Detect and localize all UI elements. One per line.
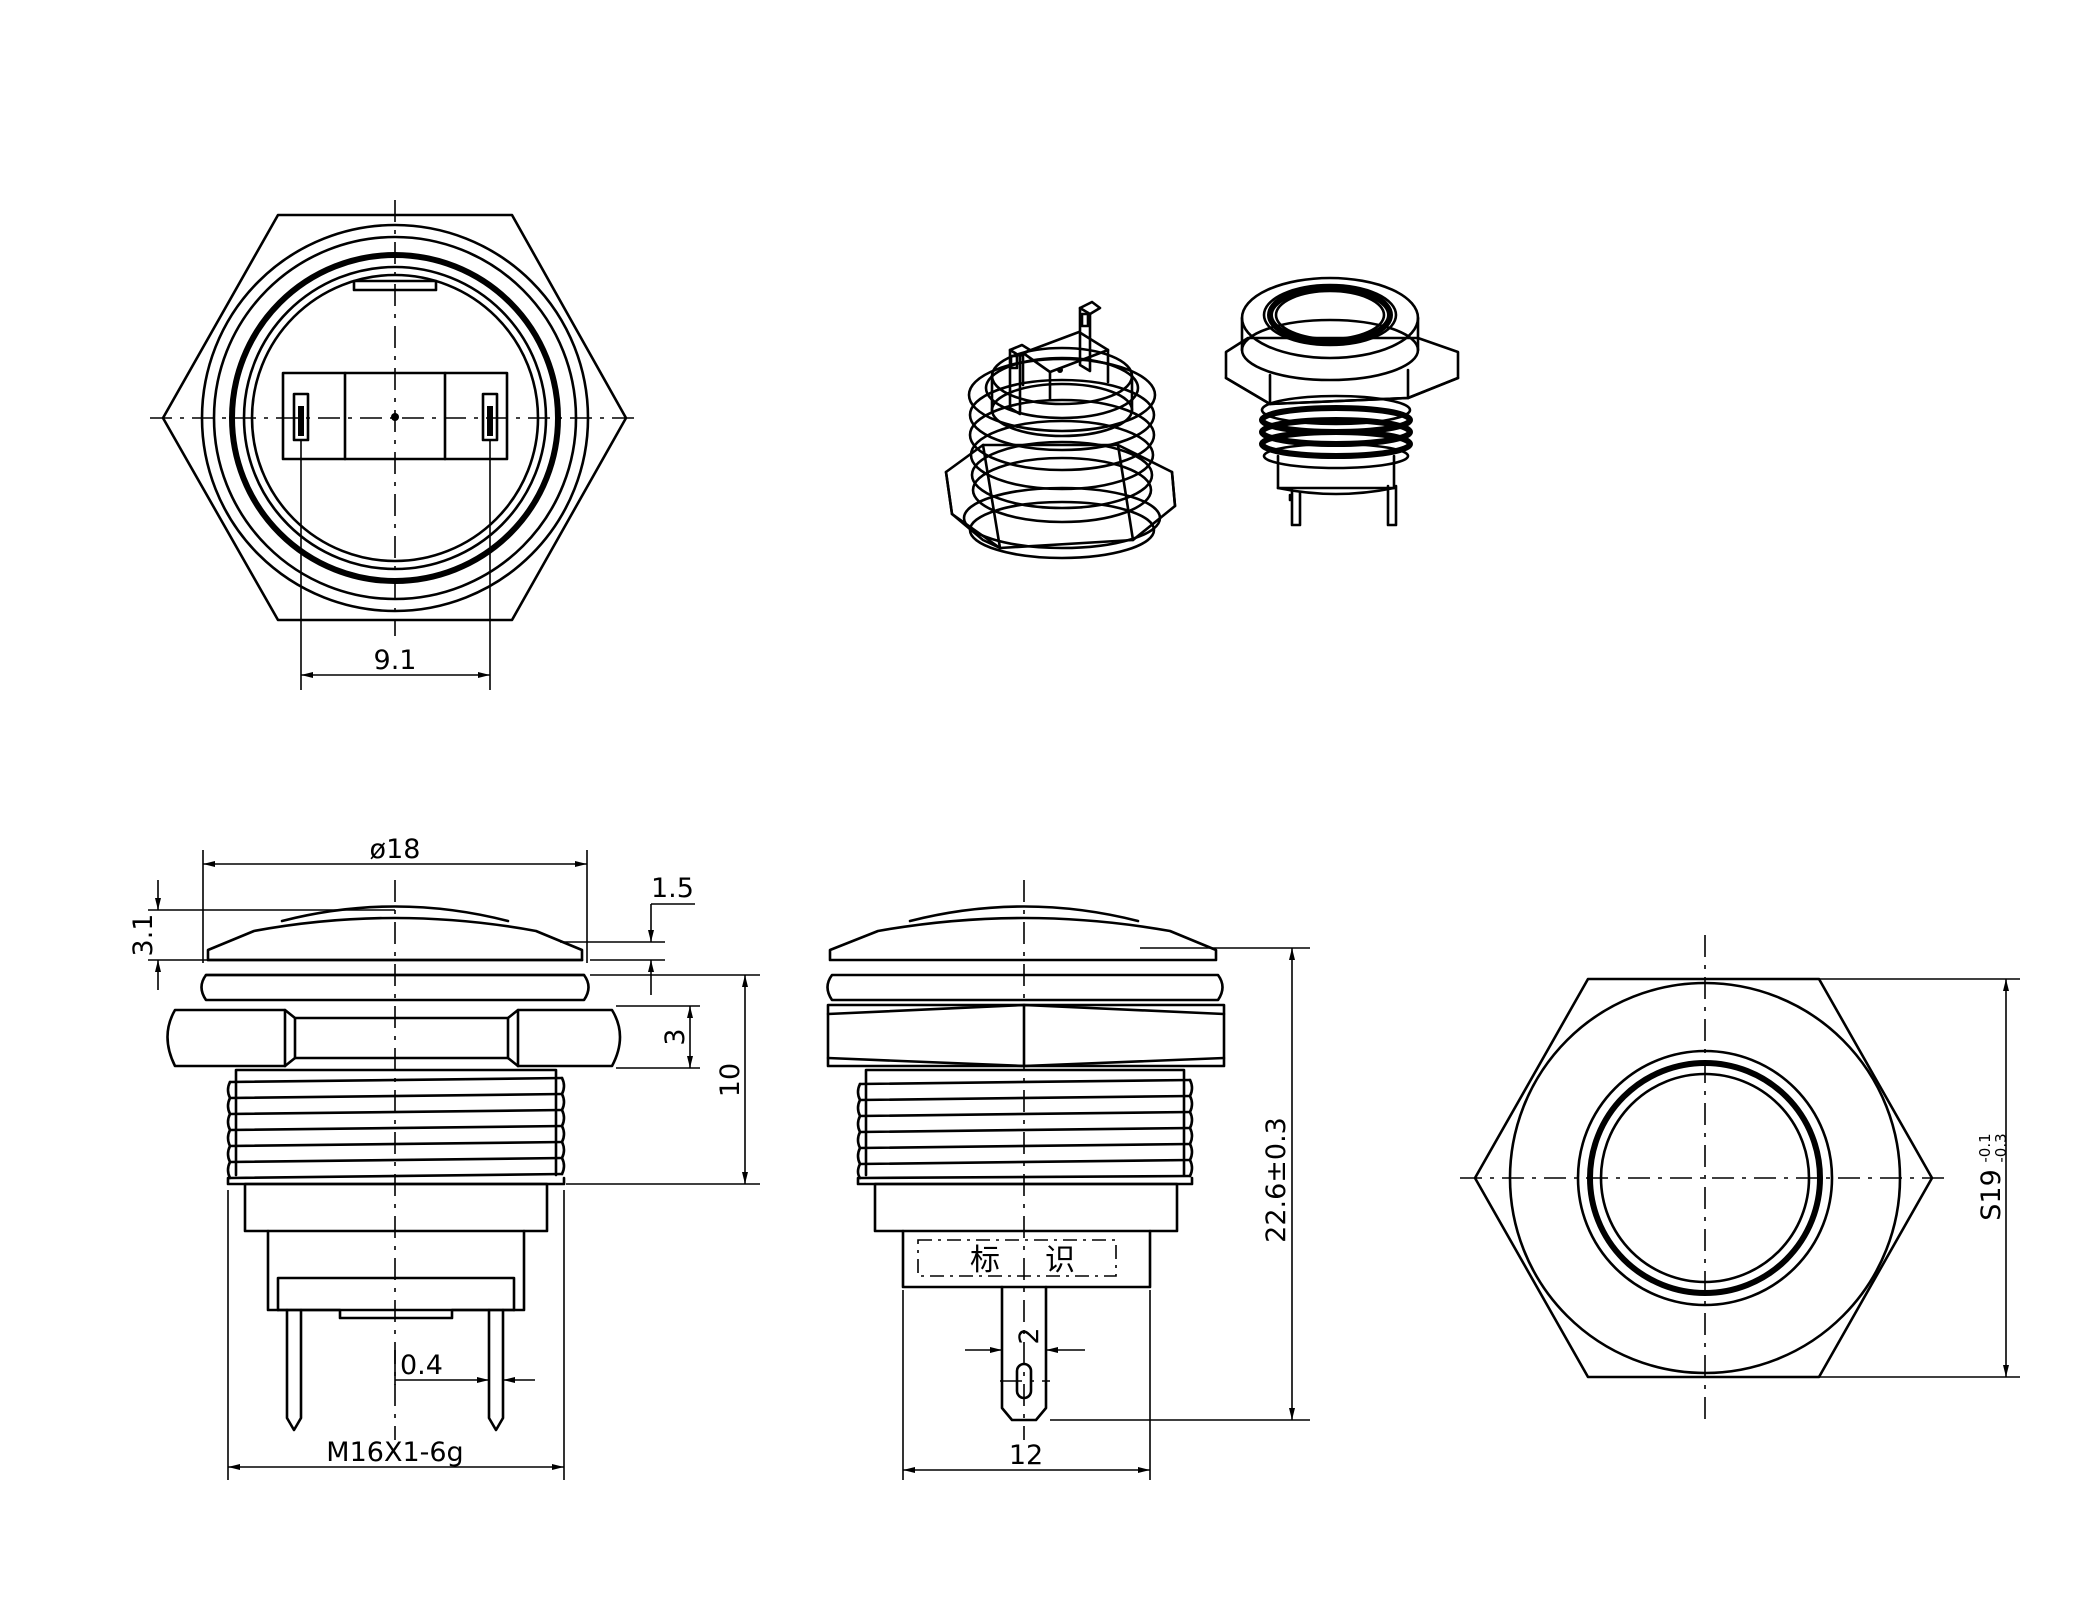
dim-nut-tol-upper: -0.1 bbox=[1976, 1133, 1994, 1162]
marking-char-2: 识 bbox=[1045, 1243, 1075, 1278]
dim-nut-size: S19 bbox=[1976, 1169, 2007, 1221]
dim-terminal-thickness: 0.4 bbox=[400, 1350, 443, 1381]
front-view-ring bbox=[200, 973, 590, 1002]
side-view-terminal bbox=[1000, 1285, 1048, 1422]
isometric-view-top bbox=[1224, 276, 1460, 527]
side-view-hex-nut bbox=[826, 1003, 1226, 1068]
front-view-terminal-right bbox=[487, 1308, 505, 1432]
top-view: 9.1 bbox=[150, 200, 640, 690]
dim-panel-depth: 10 bbox=[715, 1063, 746, 1097]
dim-ring-thickness: 1.5 bbox=[651, 873, 694, 904]
dim-dome-height: 3.1 bbox=[128, 914, 159, 957]
dim-thread-spec: M16X1-6g bbox=[326, 1437, 463, 1468]
side-view-marking-box bbox=[917, 1239, 1117, 1277]
front-hex-view: S19 -0.1 -0.3 bbox=[1460, 935, 2020, 1420]
dim-terminal-width: 2 bbox=[1014, 1327, 1045, 1344]
dim-nut-tol-lower: -0.3 bbox=[1992, 1133, 2010, 1162]
front-view-thread bbox=[226, 1068, 566, 1186]
side-view-thread bbox=[856, 1068, 1194, 1186]
dim-total-length: 22.6±0.3 bbox=[1261, 1117, 1292, 1243]
dim-terminal-spacing: 9.1 bbox=[374, 645, 417, 676]
dim-head-diameter: ø18 bbox=[370, 834, 421, 865]
front-side-view: ø18 1.5 3.1 3 10 0.4 M16X1-6g bbox=[128, 834, 760, 1480]
marking-char-1: 标 bbox=[970, 1243, 1000, 1278]
front-view-hex-nut bbox=[166, 1008, 622, 1068]
dim-nut-height: 3 bbox=[660, 1028, 691, 1045]
front-view-dome bbox=[280, 905, 510, 923]
isometric-view-bottom bbox=[944, 300, 1177, 560]
front-view-terminal-left bbox=[285, 1308, 303, 1432]
dim-body-width: 12 bbox=[1009, 1440, 1043, 1471]
front-view-body bbox=[243, 1182, 549, 1233]
side-view: 标 识 2 22.6±0.3 12 bbox=[826, 880, 1310, 1480]
